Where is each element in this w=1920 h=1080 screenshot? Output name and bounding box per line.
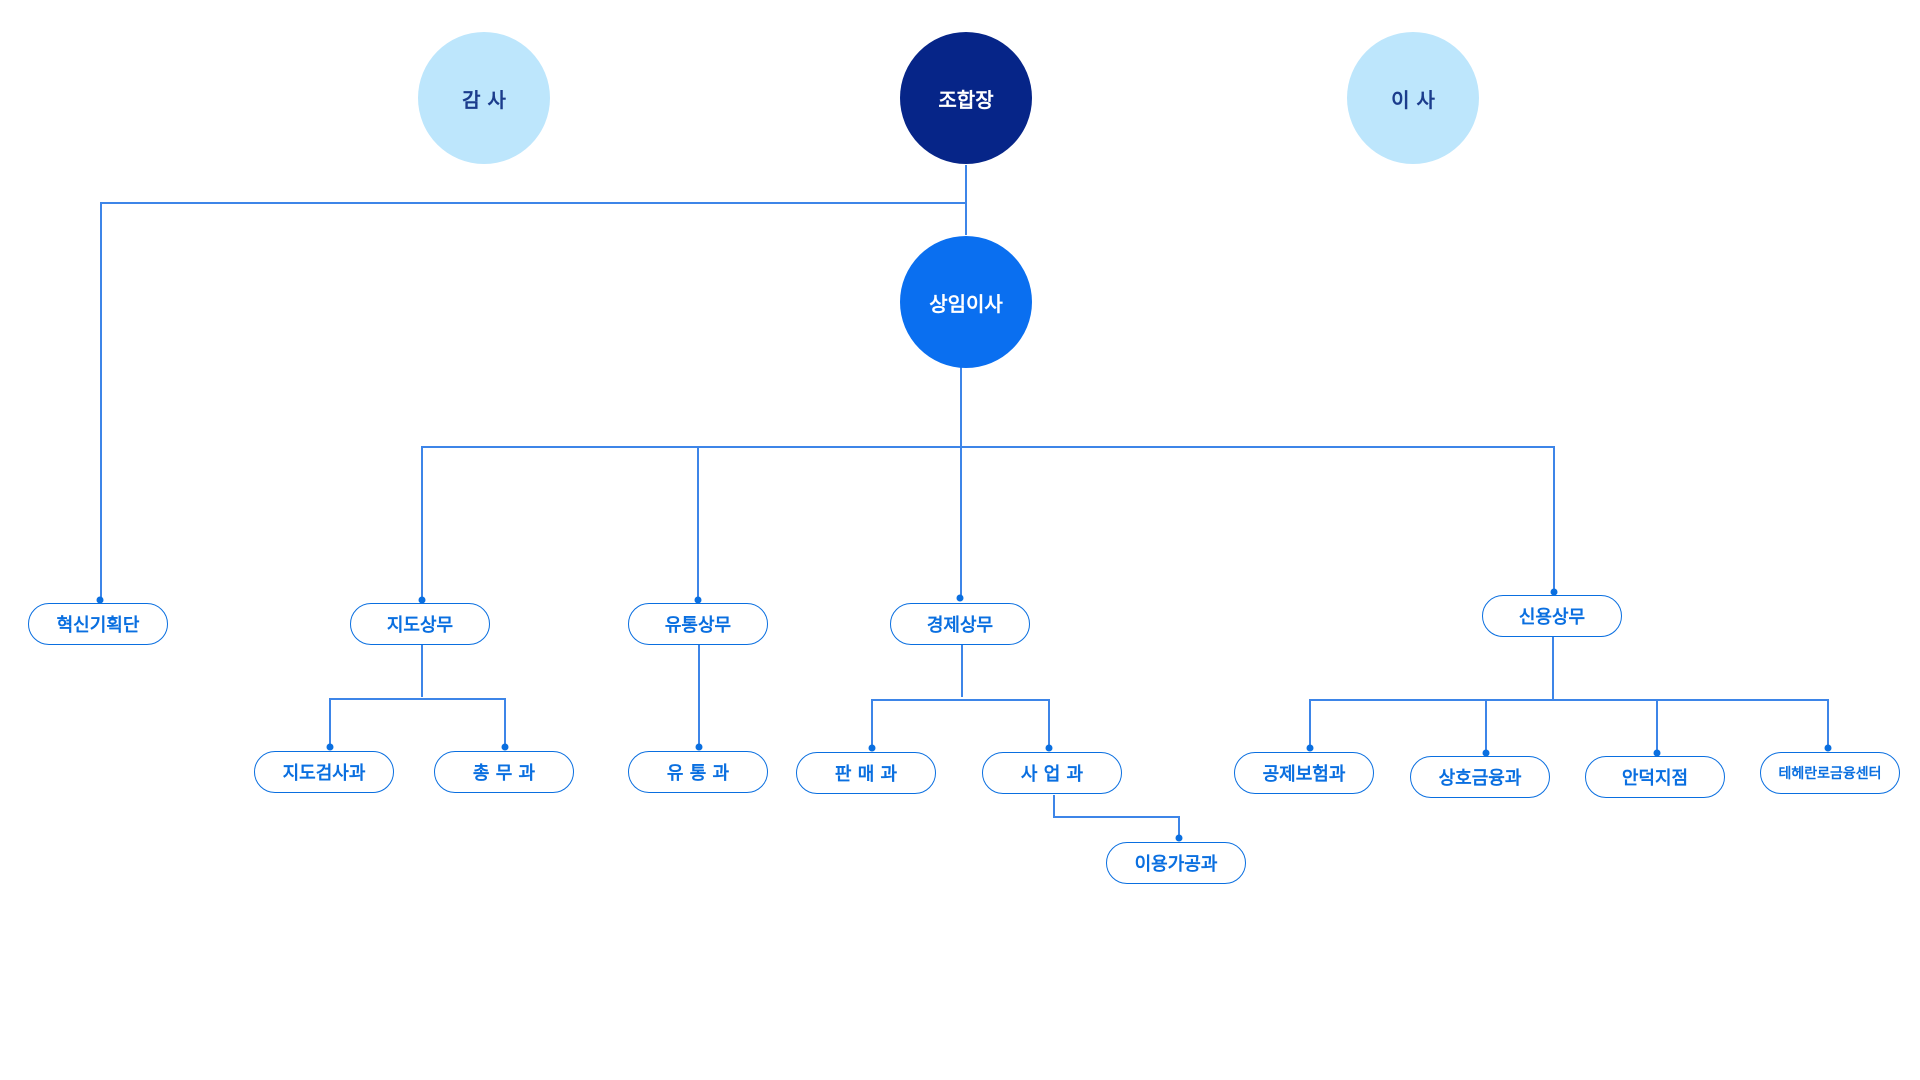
department-node: 사 업 과 (982, 752, 1122, 794)
credit-division-label: 신용상무 (1518, 607, 1586, 628)
chairman-node: 조합장 (900, 32, 1032, 164)
department-node: 안덕지점 (1585, 756, 1725, 798)
department-node: 공제보험과 (1234, 752, 1374, 794)
connector-line (1309, 699, 1311, 747)
innovation-label: 혁신기획단 (56, 615, 140, 636)
connector-line (1048, 699, 1050, 749)
department-node: 유 통 과 (628, 751, 768, 793)
connector-line (1553, 446, 1555, 592)
connector-line (965, 165, 967, 235)
connector-dot (96, 596, 104, 604)
connector-dot (868, 744, 876, 752)
guidance-division-label: 지도상무 (386, 615, 454, 636)
department-label: 테헤란로금융센터 (1778, 766, 1882, 782)
sub-department-label: 이용가공과 (1134, 854, 1218, 875)
connector-dot (695, 743, 703, 751)
department-node: 판 매 과 (796, 752, 936, 794)
connector-line (421, 446, 423, 600)
connector-dot (1482, 749, 1490, 757)
connector-line (960, 366, 962, 600)
connector-line (421, 645, 423, 697)
connector-line (1656, 699, 1658, 753)
connector-dot (1306, 744, 1314, 752)
connector-dot (326, 743, 334, 751)
connector-dot (1175, 834, 1183, 842)
department-label: 상호금융과 (1438, 768, 1522, 789)
credit-division-node: 신용상무 (1482, 595, 1622, 637)
director-label: 이 사 (1391, 87, 1435, 112)
economy-division-label: 경제상무 (926, 615, 994, 636)
connector-line (504, 698, 506, 748)
managing-director-label: 상임이사 (929, 291, 1003, 316)
connector-line (698, 645, 700, 747)
department-label: 공제보험과 (1262, 764, 1346, 785)
connector-line (1178, 816, 1180, 838)
department-node: 지도검사과 (254, 751, 394, 793)
chairman-label: 조합장 (938, 87, 994, 112)
department-node: 테헤란로금융센터 (1760, 752, 1900, 794)
connector-line (421, 446, 1555, 448)
connector-dot (1824, 744, 1832, 752)
connector-dot (694, 596, 702, 604)
innovation-node: 혁신기획단 (28, 603, 168, 645)
department-label: 유 통 과 (666, 763, 730, 784)
managing-director-node: 상임이사 (900, 236, 1032, 368)
connector-line (697, 446, 699, 600)
department-label: 총 무 과 (472, 763, 536, 784)
director-node: 이 사 (1347, 32, 1479, 164)
connector-dot (1550, 588, 1558, 596)
connector-line (100, 202, 966, 204)
connector-dot (501, 743, 509, 751)
guidance-division-node: 지도상무 (350, 603, 490, 645)
department-label: 사 업 과 (1020, 764, 1084, 785)
connector-dot (1653, 749, 1661, 757)
department-label: 판 매 과 (834, 764, 898, 785)
connector-line (1309, 699, 1829, 701)
distribution-division-label: 유통상무 (664, 615, 732, 636)
connector-line (100, 202, 102, 602)
connector-line (871, 699, 1049, 701)
connector-line (871, 699, 873, 749)
connector-line (1053, 816, 1179, 818)
auditor-label: 감 사 (462, 87, 506, 112)
connector-line (329, 698, 505, 700)
department-label: 안덕지점 (1621, 768, 1689, 789)
connector-line (1552, 636, 1554, 700)
economy-division-node: 경제상무 (890, 603, 1030, 645)
connector-line (329, 698, 331, 748)
connector-line (961, 645, 963, 697)
connector-line (1053, 795, 1055, 817)
distribution-division-node: 유통상무 (628, 603, 768, 645)
connector-dot (1045, 744, 1053, 752)
connector-line (1485, 699, 1487, 753)
sub-department-node: 이용가공과 (1106, 842, 1246, 884)
department-node: 총 무 과 (434, 751, 574, 793)
connector-dot (956, 594, 964, 602)
department-node: 상호금융과 (1410, 756, 1550, 798)
connector-dot (418, 596, 426, 604)
auditor-node: 감 사 (418, 32, 550, 164)
connector-line (1827, 699, 1829, 747)
department-label: 지도검사과 (282, 763, 366, 784)
